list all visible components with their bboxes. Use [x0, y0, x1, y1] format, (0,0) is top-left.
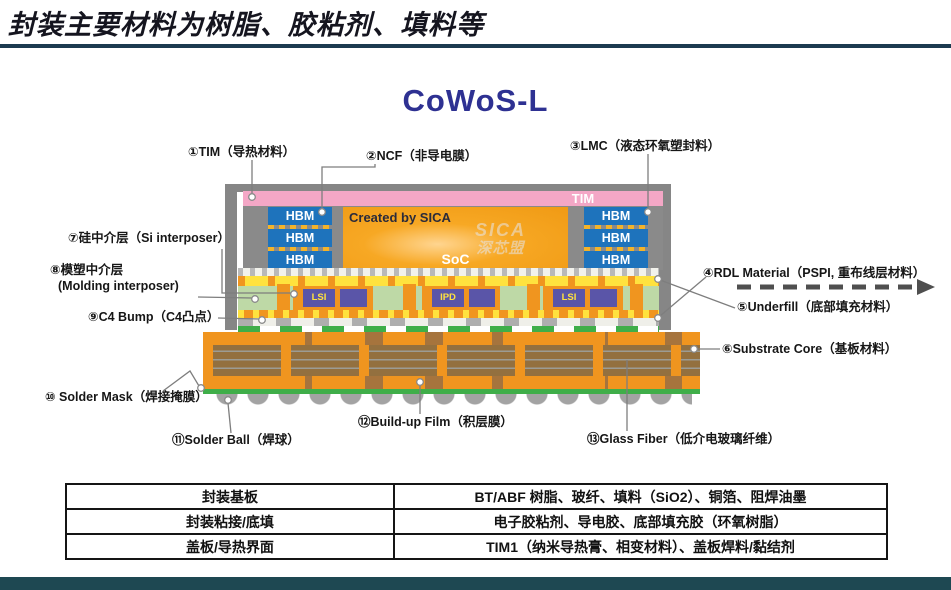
- callout-solder-mask: ⑩ Solder Mask（焊接掩膜）: [45, 390, 208, 404]
- table-cell-materials: 电子胶粘剂、导电胶、底部填充胶（环氧树脂）: [393, 508, 888, 535]
- callout-si-interposer: ⑦硅中介层（Si interposer）: [68, 231, 230, 245]
- created-by-text: Created by SICA: [349, 210, 451, 225]
- callout-molding-interposer-en: (Molding interposer): [58, 278, 179, 293]
- tim-layer-label: TIM: [571, 191, 595, 206]
- silicon-die: [590, 289, 617, 307]
- buildup-layers-bottom: [203, 376, 700, 389]
- lid-top: [225, 184, 671, 192]
- silicon-die: [469, 289, 495, 307]
- solder-ball-row: [214, 394, 692, 411]
- callout-substrate-core: ⑥Substrate Core（基板材料）: [722, 342, 898, 356]
- callout-solder-ball: ⑪Solder Ball（焊球）: [172, 433, 300, 447]
- watermark-en: SICA: [474, 220, 526, 240]
- interposer-via: [277, 284, 290, 312]
- rdl-layer-bottom: [238, 310, 659, 318]
- hbm-die: HBM: [268, 251, 332, 269]
- lid-left-leg: [225, 192, 237, 330]
- solder-mask-layer: [203, 389, 700, 394]
- substrate: [203, 332, 700, 389]
- callout-glass-fiber: ⑬Glass Fiber（低介电玻璃纤维）: [587, 432, 781, 446]
- page-title: 封装主要材料为树脂、胶粘剂、填料等: [8, 10, 484, 40]
- table-cell-category: 盖板/导热界面: [65, 533, 395, 560]
- microbump-row: [268, 247, 332, 251]
- soc-die: Created by SICA SICA 深芯盟 SoC: [343, 207, 568, 269]
- lsi-die: LSI: [553, 289, 585, 307]
- interposer-via: [403, 284, 416, 312]
- callout-underfill: ⑤Underfill（底部填充材料）: [737, 300, 899, 314]
- ipd-cluster: IPD: [422, 286, 500, 310]
- sica-watermark: SICA 深芯盟: [474, 220, 526, 257]
- tim-layer: TIM: [243, 191, 663, 206]
- c4-bump-layer: [238, 318, 659, 326]
- hbm-die: HBM: [584, 229, 648, 247]
- callout-c4-bump: ⑨C4 Bump（C4凸点）: [88, 310, 220, 324]
- microbump-row: [584, 247, 648, 251]
- footer-bar: [0, 577, 951, 590]
- rdl-layer-top: [238, 276, 659, 286]
- interposer-via: [630, 284, 643, 312]
- table-cell-category: 封装基板: [65, 483, 395, 510]
- lsi-die: LSI: [303, 289, 335, 307]
- soc-label: SoC: [441, 251, 470, 267]
- hbm-stack-right: HBM HBM HBM: [584, 207, 648, 269]
- substrate-core-layer: [203, 345, 700, 376]
- ipd-die: IPD: [432, 289, 464, 307]
- microbump-layer: [238, 268, 659, 276]
- microbump-row: [268, 225, 332, 229]
- microbump-row: [584, 225, 648, 229]
- materials-table: 封装基板 BT/ABF 树脂、玻纤、填料（SiO2）、铜箔、阻焊油墨 封装粘接/…: [65, 483, 888, 560]
- callout-buildup-film: ⑫Build-up Film（积层膜）: [358, 415, 513, 429]
- hbm-stack-left: HBM HBM HBM: [268, 207, 332, 269]
- lsi-cluster-2: LSI: [543, 286, 623, 310]
- hbm-die: HBM: [584, 251, 648, 269]
- callout-lmc: ③LMC（液态环氧塑封料）: [570, 139, 721, 153]
- table-cell-category: 封装粘接/底填: [65, 508, 395, 535]
- lsi-cluster-1: LSI: [293, 286, 373, 310]
- callout-ncf: ②NCF（非导电膜）: [366, 149, 478, 163]
- callout-molding-interposer-cn: ⑧模塑中介层: [50, 263, 124, 277]
- buildup-layers-top: [203, 332, 700, 345]
- silicon-die: [340, 289, 367, 307]
- table-row: 封装基板 BT/ABF 树脂、玻纤、填料（SiO2）、铜箔、阻焊油墨: [65, 483, 888, 510]
- table-cell-materials: BT/ABF 树脂、玻纤、填料（SiO2）、铜箔、阻焊油墨: [393, 483, 888, 510]
- table-row: 封装粘接/底填 电子胶粘剂、导电胶、底部填充胶（环氧树脂）: [65, 508, 888, 535]
- top-molding: HBM HBM HBM Created by SICA SICA 深芯盟 SoC…: [243, 206, 663, 270]
- title-underline: [0, 44, 951, 48]
- interposer-via: [527, 284, 540, 312]
- hbm-die: HBM: [268, 207, 332, 225]
- substrate-top-mask: [238, 326, 659, 332]
- callout-tim: ①TIM（导热材料）: [188, 145, 296, 159]
- callout-rdl-material: ④RDL Material（PSPI, 重布线层材料）: [703, 266, 926, 280]
- hbm-die: HBM: [584, 207, 648, 225]
- callout-molding-interposer: ⑧模塑中介层 (Molding interposer): [50, 263, 179, 294]
- table-cell-materials: TIM1（纳米导热膏、相变材料）、盖板焊料/黏结剂: [393, 533, 888, 560]
- diagram-title: CoWoS-L: [402, 83, 549, 118]
- table-row: 盖板/导热界面 TIM1（纳米导热膏、相变材料）、盖板焊料/黏结剂: [65, 533, 888, 560]
- watermark-cn: 深芯盟: [476, 239, 525, 257]
- hbm-die: HBM: [268, 229, 332, 247]
